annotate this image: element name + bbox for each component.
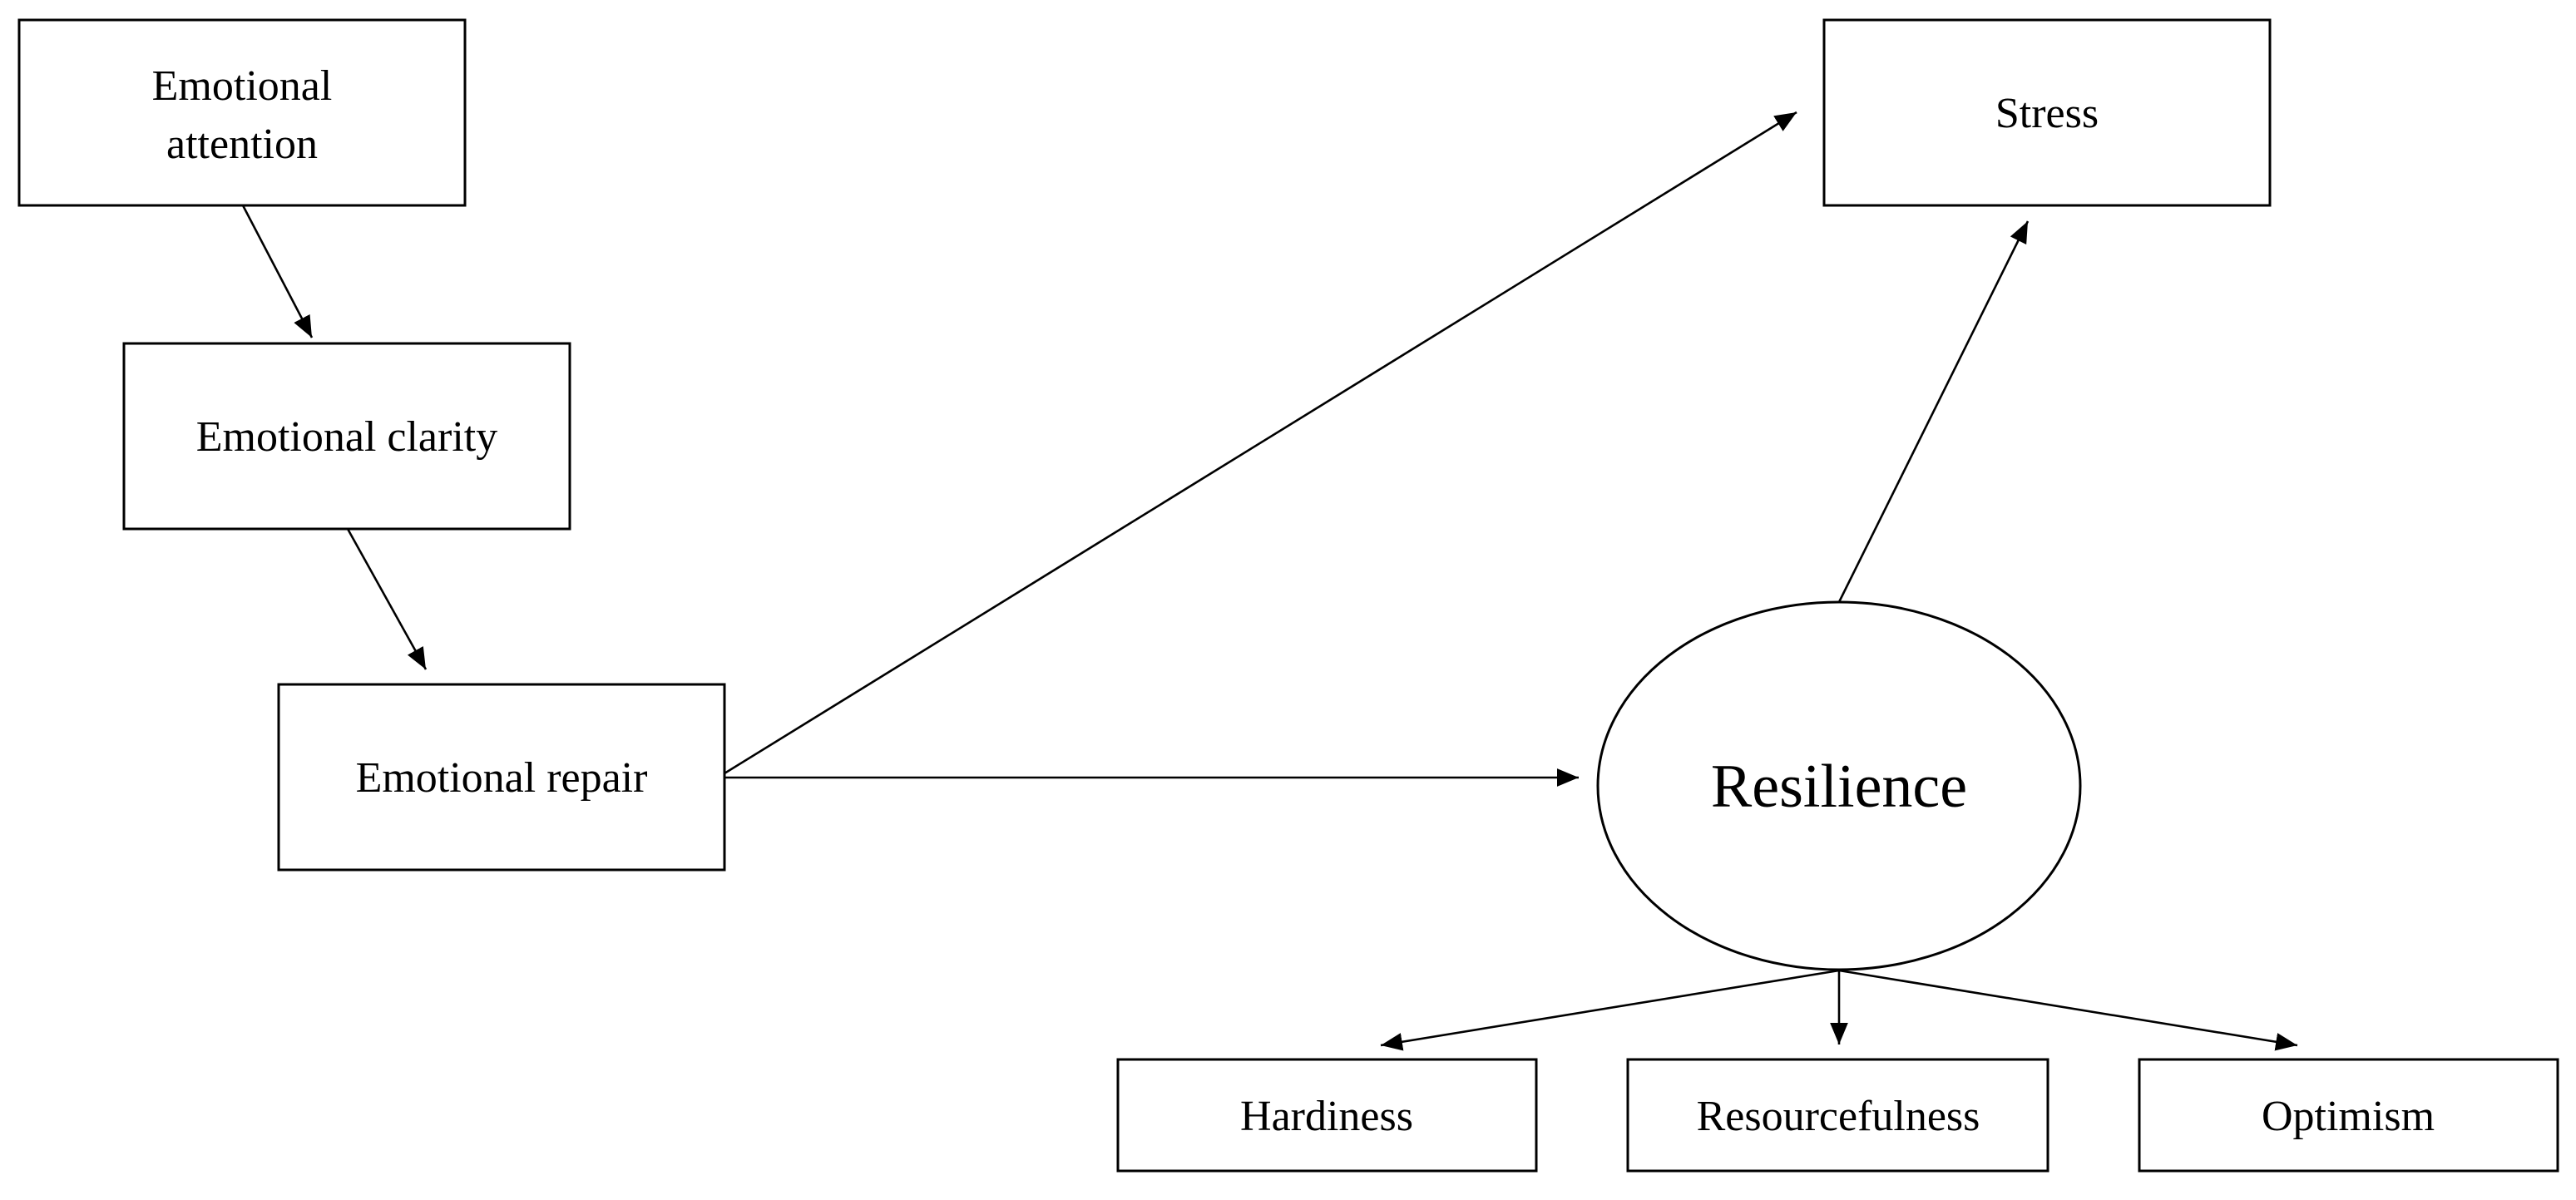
- hardiness-label: Hardiness: [1240, 1093, 1413, 1140]
- edge-repair-to-stress: [724, 111, 1797, 775]
- node-emotional-repair: Emotional repair: [277, 683, 726, 872]
- edge-attention-to-clarity: [241, 205, 314, 338]
- emotional-repair-label: Emotional repair: [356, 754, 648, 802]
- node-emotional-clarity: Emotional clarity: [122, 342, 571, 531]
- edge-resilience-to-hardiness: [1380, 969, 1840, 1051]
- node-resilience: Resilience: [1596, 600, 2082, 971]
- node-emotional-attention: Emotional attention: [17, 18, 467, 207]
- emotional-attention-label-line2: attention: [166, 121, 318, 168]
- edge-clarity-to-repair: [346, 528, 428, 670]
- node-stress: Stress: [1822, 18, 2272, 207]
- edge-resilience-to-optimism: [1838, 969, 2298, 1051]
- resilience-label: Resilience: [1711, 753, 1967, 821]
- resourcefulness-label: Resourcefulness: [1697, 1093, 1980, 1140]
- node-optimism: Optimism: [2138, 1058, 2559, 1173]
- emotional-attention-label-line1: Emotional: [152, 62, 333, 110]
- edge-resilience-to-stress: [1837, 220, 2030, 603]
- emotional-clarity-label: Emotional clarity: [196, 413, 497, 461]
- optimism-label: Optimism: [2262, 1093, 2435, 1140]
- node-resourcefulness: Resourcefulness: [1626, 1058, 2049, 1173]
- node-hardiness: Hardiness: [1116, 1058, 1538, 1173]
- stress-label: Stress: [1995, 90, 2099, 137]
